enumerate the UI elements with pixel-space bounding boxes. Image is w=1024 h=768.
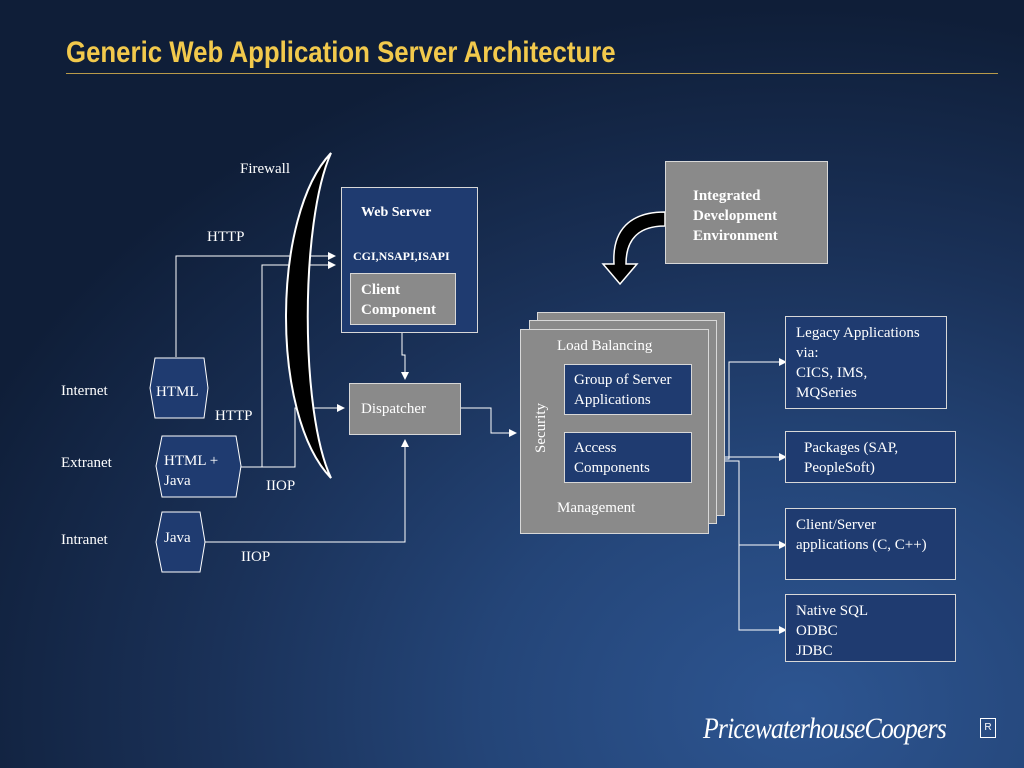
server-applications-box: Group of Server Applications: [564, 364, 692, 415]
client-component-box: Client Component: [350, 273, 456, 325]
access-components-box: Access Components: [564, 432, 692, 483]
protocol-http-mid: HTTP: [215, 408, 253, 424]
client-java: Java: [164, 530, 191, 546]
network-label-extranet: Extranet: [61, 455, 112, 471]
app-server-box: Load Balancing Group of Server Applicati…: [520, 329, 709, 534]
protocol-http-top: HTTP: [207, 229, 245, 245]
title-rule: [66, 73, 998, 74]
web-server-interfaces: CGI,NSAPI,ISAPI: [353, 249, 450, 263]
dispatcher-label: Dispatcher: [361, 401, 426, 417]
web-server-title: Web Server: [361, 205, 432, 220]
ide-arrow: [601, 211, 666, 286]
client-html-java: HTML + Java: [164, 453, 219, 489]
dispatcher-box: Dispatcher: [349, 383, 461, 435]
backend-legacy-label: Legacy Applications via: CICS, IMS, MQSe…: [796, 325, 920, 401]
load-balancing-label: Load Balancing: [557, 338, 653, 354]
access-components-label: Access Components: [574, 440, 650, 476]
server-applications-label: Group of Server Applications: [574, 372, 672, 408]
firewall-shape: [285, 152, 332, 479]
network-label-internet: Internet: [61, 383, 108, 399]
web-server-box: Web Server CGI,NSAPI,ISAPI Client Compon…: [341, 187, 478, 333]
backend-clientserver-box: Client/Server applications (C, C++): [785, 508, 956, 580]
backend-packages-label: Packages (SAP, PeopleSoft): [804, 440, 899, 476]
java-client-shape: [155, 511, 206, 573]
security-label: Security: [533, 403, 549, 453]
client-html: HTML: [156, 384, 199, 400]
registered-mark: R: [980, 718, 996, 738]
backend-legacy-box: Legacy Applications via: CICS, IMS, MQSe…: [785, 316, 947, 409]
backend-sql-label: Native SQL ODBC JDBC: [796, 603, 869, 659]
html-java-client-shape: [155, 435, 242, 498]
backend-sql-box: Native SQL ODBC JDBC: [785, 594, 956, 662]
ide-box: Integrated Development Environment: [665, 161, 828, 264]
html-client-shape: [149, 357, 209, 419]
slide-title: Generic Web Application Server Architect…: [66, 36, 616, 69]
protocol-iiop-mid: IIOP: [266, 478, 296, 494]
management-label: Management: [557, 500, 636, 516]
client-component-label: Client Component: [361, 282, 437, 318]
backend-clientserver-label: Client/Server applications (C, C++): [796, 517, 927, 553]
backend-packages-box: Packages (SAP, PeopleSoft): [785, 431, 956, 483]
pwc-logo: PricewaterhouseCoopers: [703, 712, 947, 745]
network-label-intranet: Intranet: [61, 532, 108, 548]
firewall-label: Firewall: [240, 161, 290, 177]
protocol-iiop-bottom: IIOP: [241, 549, 271, 565]
ide-label: Integrated Development Environment: [693, 188, 778, 244]
